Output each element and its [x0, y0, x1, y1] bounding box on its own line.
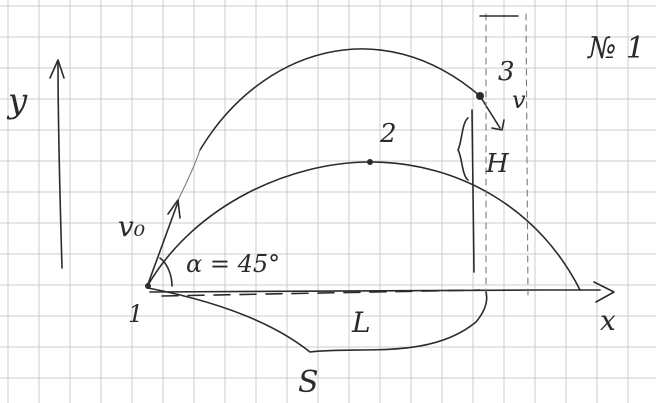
point-2-label: 2	[379, 119, 397, 149]
initial-velocity-arrowhead	[167, 199, 181, 219]
y-axis-label: y	[6, 81, 28, 121]
distance-label: L	[351, 306, 371, 339]
point-1-label: 1	[128, 300, 143, 328]
point-3-marker	[476, 92, 484, 100]
x-axis-arrowhead	[593, 281, 615, 303]
y-axis-line	[57, 61, 63, 269]
angle-label: α = 45°	[186, 250, 280, 278]
trajectory-upper-faint	[177, 149, 201, 201]
distance-baseline	[161, 289, 481, 297]
point-2-marker	[367, 159, 373, 165]
y-axis-arrowhead	[49, 59, 65, 79]
velocity-3-label: v	[512, 86, 526, 114]
velocity-arrowhead-3	[491, 119, 505, 131]
x-axis-label: x	[600, 304, 616, 337]
problem-number-label: № 1	[586, 31, 645, 66]
initial-velocity-label: v₀	[118, 210, 145, 243]
velocity-vector-3	[479, 95, 501, 129]
path-label: S	[298, 365, 319, 400]
trajectory-upper	[199, 48, 481, 151]
angle-arc	[159, 257, 173, 287]
point-3-label: 3	[498, 57, 515, 87]
dashed-vertical-guide-right	[525, 13, 529, 299]
path-curve	[147, 287, 488, 353]
height-vertical-line	[471, 109, 475, 273]
initial-velocity-vector	[147, 201, 179, 285]
height-label: H	[485, 149, 510, 179]
point-1-marker	[145, 283, 151, 289]
height-brace	[457, 117, 469, 181]
